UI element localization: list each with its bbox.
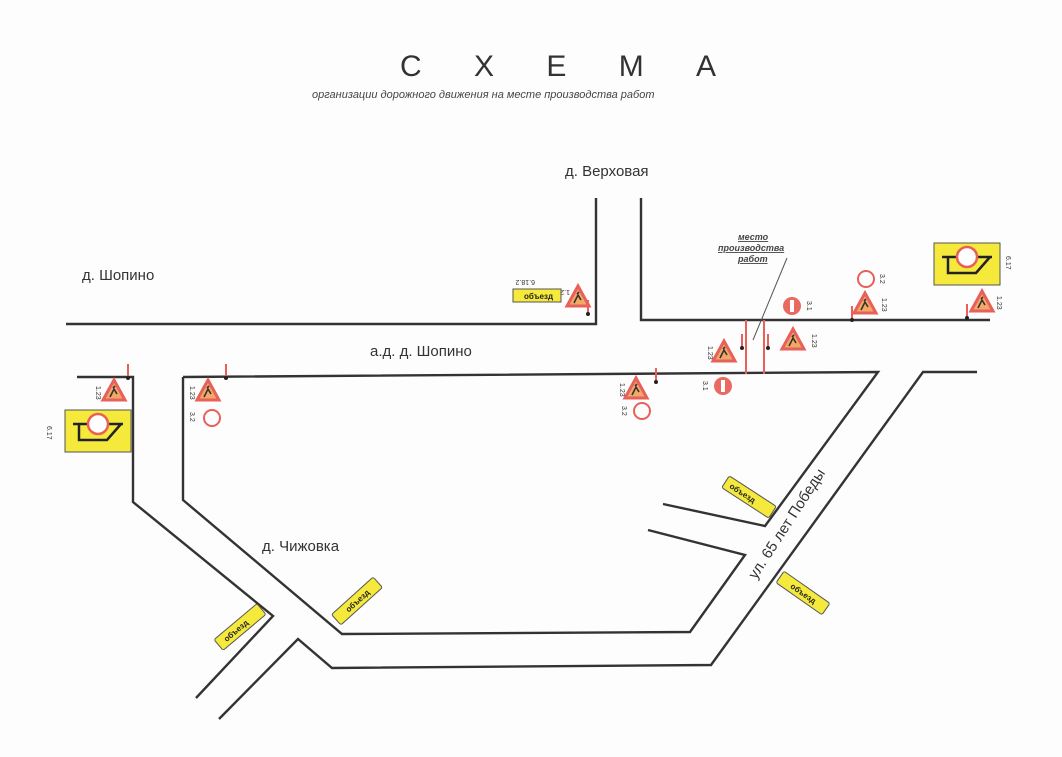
svg-text:производства: производства xyxy=(718,243,784,253)
svg-text:6.18.2: 6.18.2 xyxy=(515,278,535,285)
no-traffic-sign: 3.2 xyxy=(188,409,221,427)
place-chizhovka: д. Чижовка xyxy=(262,538,340,555)
scheme-title: С Х Е М А xyxy=(400,50,738,83)
no-entry-sign: 3.1 xyxy=(701,377,732,395)
place-shopino: д. Шопино xyxy=(82,267,154,284)
road-works-sign: 1.23 xyxy=(556,284,591,317)
svg-text:3.2: 3.2 xyxy=(620,406,627,416)
svg-text:работ: работ xyxy=(737,254,768,264)
scheme-subtitle: организации дорожного движения на месте … xyxy=(312,89,655,101)
svg-text:1.23: 1.23 xyxy=(995,296,1002,310)
road-works-sign: 1.23 xyxy=(94,363,131,402)
detour-plate: объезд xyxy=(776,571,830,615)
road-lines xyxy=(66,198,990,720)
detour-scheme-sign: 6.17 xyxy=(45,408,133,454)
svg-text:3.1: 3.1 xyxy=(805,301,812,311)
svg-text:1.23: 1.23 xyxy=(94,386,101,400)
road-works-sign: 1.23 xyxy=(964,289,1002,321)
svg-text:1.23: 1.23 xyxy=(880,298,887,312)
svg-text:1.23: 1.23 xyxy=(706,346,713,360)
no-traffic-sign: 3.2 xyxy=(620,402,651,420)
svg-text:3.2: 3.2 xyxy=(878,274,885,284)
svg-text:объезд: объезд xyxy=(524,292,553,301)
road-works-sign: 1.23 xyxy=(618,367,659,400)
detour-plate: объезд xyxy=(721,476,777,518)
no-entry-sign: 3.1 xyxy=(783,297,812,315)
svg-text:1.23: 1.23 xyxy=(556,288,570,295)
svg-text:1.23: 1.23 xyxy=(810,334,817,348)
work-site: место производства работ xyxy=(718,232,788,374)
no-traffic-sign: 3.2 xyxy=(857,270,885,288)
svg-text:1.23: 1.23 xyxy=(188,386,195,400)
road-works-sign: 1.23 xyxy=(188,363,229,402)
svg-text:6.17: 6.17 xyxy=(1004,256,1011,270)
road-works-sign: 1.23 xyxy=(706,333,745,363)
place-verkhovaya: д. Верховая xyxy=(565,163,649,180)
svg-text:1.23: 1.23 xyxy=(618,383,625,397)
detour-plate: объезд xyxy=(331,577,383,625)
road-works-sign: 1.23 xyxy=(765,327,817,351)
road-works-sign: 1.23 xyxy=(849,291,887,323)
detour-plate: объезд xyxy=(214,603,266,651)
detour-direction-sign: объезд 6.18.2 xyxy=(512,278,562,303)
svg-text:6.17: 6.17 xyxy=(45,426,52,440)
svg-text:3.1: 3.1 xyxy=(701,381,708,391)
detour-scheme-sign: 6.17 xyxy=(932,241,1011,287)
road-shopino: а.д. д. Шопино xyxy=(370,343,472,360)
svg-text:место: место xyxy=(738,232,769,242)
svg-text:3.2: 3.2 xyxy=(188,412,195,422)
